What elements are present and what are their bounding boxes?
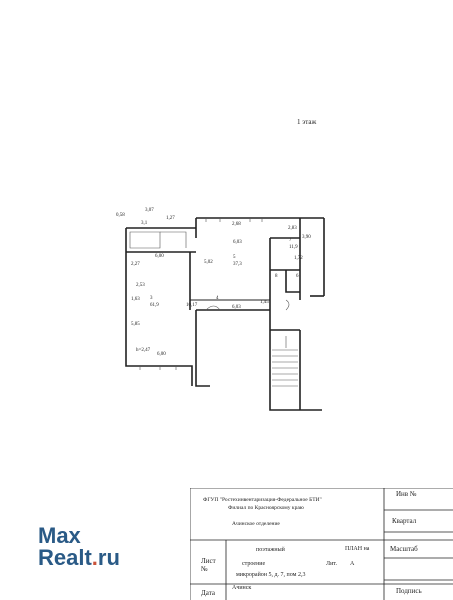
stamp-list: Лист: [201, 557, 216, 565]
room-8: 8: [275, 274, 278, 279]
dim-5-85: 5,85: [131, 322, 140, 327]
stamp-kvartal: Квартал: [392, 517, 417, 525]
dim-1-45: 1,45: [260, 300, 269, 305]
stamp-lit-value: А: [350, 561, 355, 567]
dim-6-00-top: 6,00: [155, 254, 164, 259]
dim-1-72: 1,72: [294, 256, 303, 261]
stamp-address: микрорайон 5, д. 7, пом 2,3: [236, 572, 306, 578]
dim-2-53: 2,53: [136, 283, 145, 288]
stamp-masshtab: Масштаб: [390, 545, 418, 553]
stamp-data: Дата: [201, 589, 215, 597]
room-7: 7: [289, 238, 292, 243]
dim-1-27: 1,27: [166, 216, 175, 221]
dim-1-63: 1,63: [131, 297, 140, 302]
dim-37-3: 37,3: [233, 262, 242, 267]
stamp-org-line2: Филиал по Красноярскому краю: [228, 505, 304, 511]
room-3: 3: [150, 296, 153, 301]
dim-2-27: 2,27: [131, 262, 140, 267]
stamp-lit: Лит.: [326, 561, 337, 567]
logo-line2: Realt.ru: [38, 545, 120, 570]
dim-11-9: 11,9: [289, 245, 298, 250]
room-5: 5: [233, 255, 236, 260]
dim-10-17: 10,17: [186, 303, 198, 308]
dim-6-03-mid: 6,03: [232, 305, 241, 310]
stamp-inv: Инв №: [396, 490, 417, 498]
stamp-plan-word: ПЛАН на: [345, 546, 370, 552]
dim-5-02: 5,02: [204, 260, 213, 265]
floor-label: 1 этаж: [297, 118, 317, 126]
stamp-city: Ачинск: [232, 585, 252, 591]
maxrealt-logo: Max Realt.ru: [38, 525, 120, 569]
stamp-dept: Ачинское отделение: [232, 521, 280, 527]
dim-2-68: 2,68: [232, 222, 241, 227]
dim-61-9: 61,9: [150, 303, 159, 308]
wall-stair-left: [269, 312, 300, 411]
dim-0-58: 0,58: [116, 213, 125, 218]
dim-2-83: 2,83: [288, 226, 297, 231]
dim-3-07: 3,07: [145, 208, 154, 213]
dim-3-1: 3,1: [141, 221, 148, 226]
dim-height: h=2,47: [136, 348, 151, 353]
stamp-org-line1: ФГУП "Ростехинвентаризация-Федеральное Б…: [203, 497, 322, 503]
room-4: 4: [216, 296, 219, 301]
title-block: [190, 488, 453, 600]
dim-6-00-bottom: 6,00: [157, 352, 166, 357]
logo-line1: Max: [38, 523, 81, 548]
stamp-stroenie: строение: [242, 561, 266, 567]
dim-3-90: 3,90: [302, 235, 311, 240]
stamp-list-no: №: [201, 565, 208, 573]
stamp-plan-label: поэтажный: [256, 547, 285, 553]
dim-6-03-top: 6,03: [233, 240, 242, 245]
room-6: 6: [296, 274, 299, 279]
wall-left-bottom: [125, 228, 193, 386]
stamp-podpis: Подпись: [396, 587, 422, 595]
